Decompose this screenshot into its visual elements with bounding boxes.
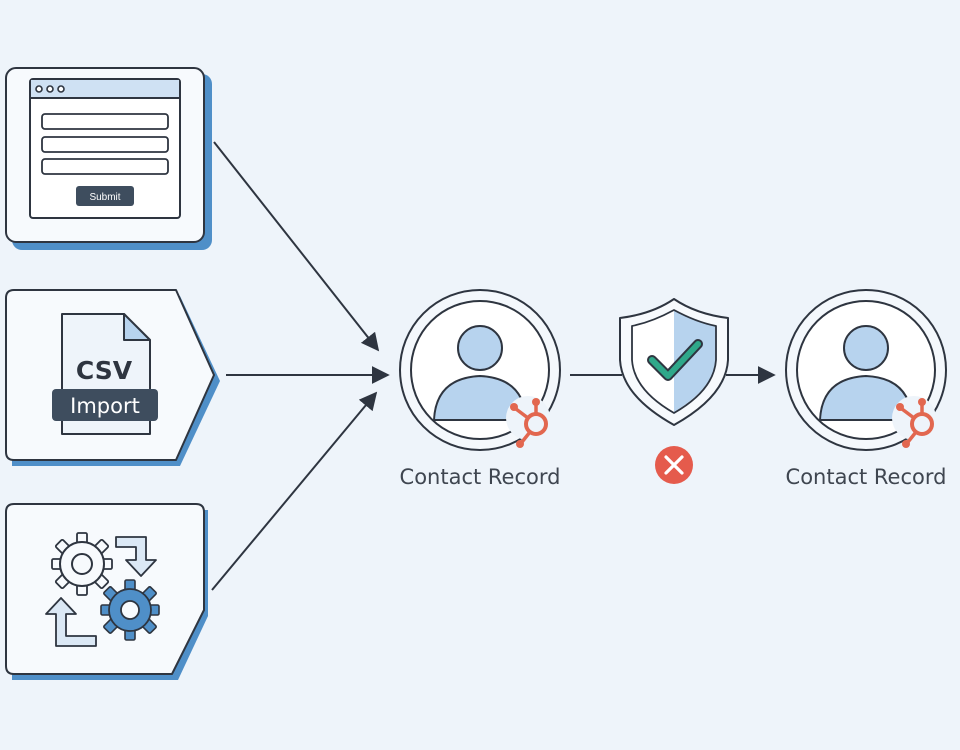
source-automation (5, 503, 208, 680)
validation-step (619, 298, 729, 484)
shield-check-icon (619, 298, 729, 426)
contact-avatar-icon (819, 325, 913, 421)
contact-record-label: Contact Record (400, 465, 561, 489)
submit-button: Submit (76, 186, 134, 206)
source-web-form: Submit (5, 67, 212, 250)
arrow-web-form-to-contact (213, 141, 380, 352)
contact-record-2: Contact Record (785, 289, 947, 489)
gear-icon (51, 532, 113, 596)
contact-record-1: Contact Record (399, 289, 561, 489)
gears-sync-icon (45, 532, 160, 647)
import-label: Import (70, 394, 140, 418)
contact-record-label: Contact Record (786, 465, 947, 489)
csv-file-icon: CSV Import (52, 313, 158, 435)
source-csv-import: CSV Import (5, 289, 220, 466)
arrow-automation-to-contact (211, 391, 378, 591)
browser-form-icon (29, 78, 181, 219)
flow-arrows (211, 141, 776, 591)
gear-icon-blue (100, 579, 160, 641)
contact-avatar-icon (433, 325, 527, 421)
sync-arrow-icon (45, 536, 157, 647)
hubspot-sprocket-icon (892, 396, 936, 448)
submit-button-label: Submit (89, 192, 120, 203)
csv-badge-text: CSV (76, 356, 133, 385)
error-x-icon (655, 446, 693, 484)
hubspot-sprocket-icon (506, 396, 550, 448)
